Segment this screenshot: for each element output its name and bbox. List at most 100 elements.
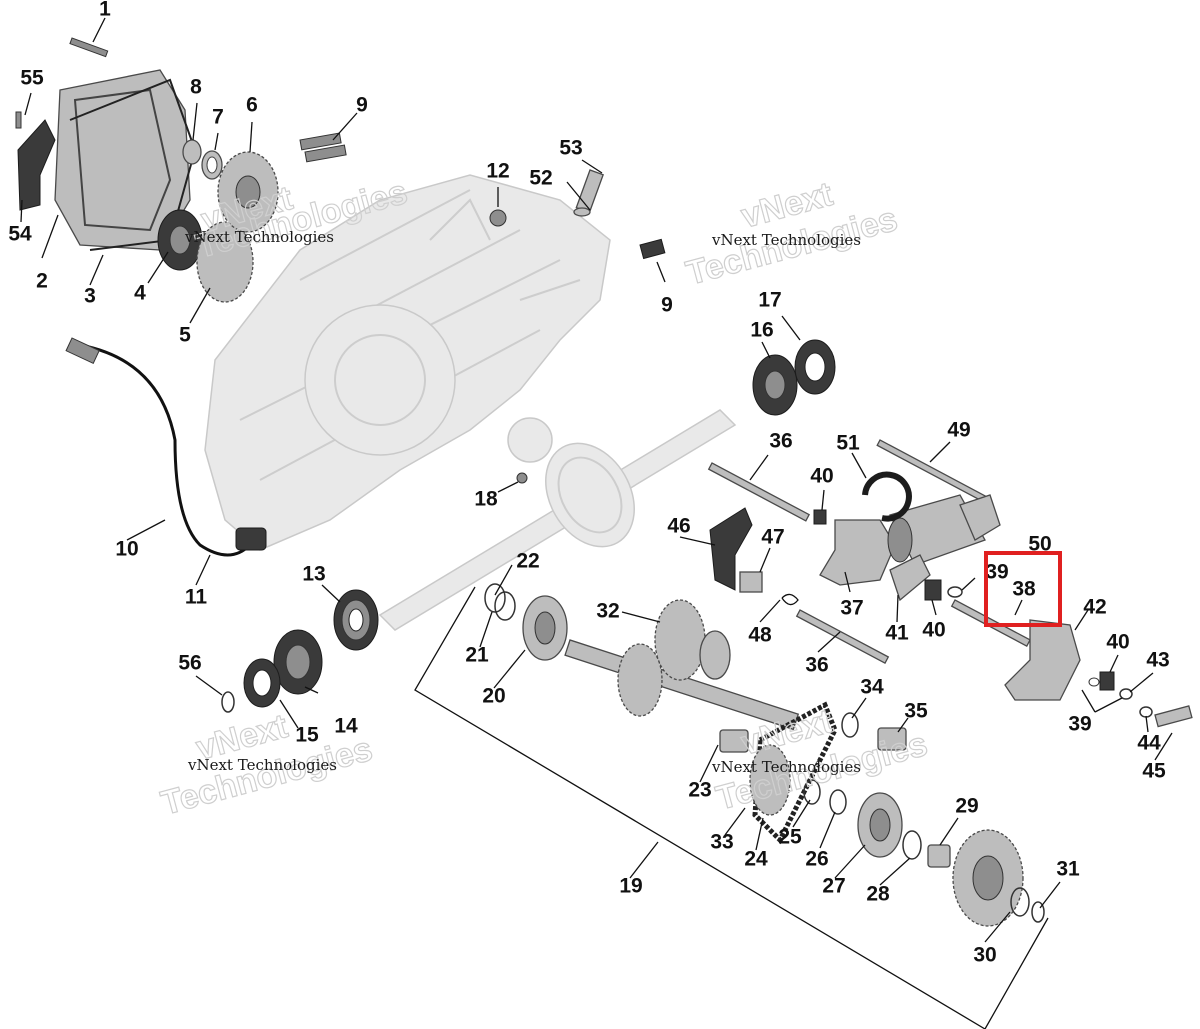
svg-text:vNext Technologies: vNext Technologies: [184, 228, 334, 246]
callout-43: 43: [1146, 649, 1169, 672]
callout-26: 26: [805, 848, 828, 871]
circlip-part: [221, 691, 235, 713]
callout-13: 13: [302, 563, 325, 586]
circlip-26: [829, 789, 847, 815]
callout-22: 22: [516, 550, 539, 573]
callout-44: 44: [1137, 732, 1161, 755]
callout-19: 19: [619, 875, 642, 898]
callout-12: 12: [486, 160, 509, 183]
callout-9a: 9: [356, 94, 368, 117]
callout-46: 46: [667, 515, 690, 538]
bushing-47: [739, 571, 763, 593]
callout-29: 29: [955, 795, 978, 818]
callout-3: 3: [84, 285, 96, 308]
gear-30: [952, 829, 1024, 927]
washer-31a: [1010, 887, 1030, 917]
svg-text:vNext Technologies: vNext Technologies: [711, 758, 861, 776]
callout-7: 7: [212, 106, 224, 129]
ball-39b: [1088, 677, 1100, 687]
speed-sensor-part: [235, 527, 267, 551]
bearing-35: [877, 727, 907, 751]
spring-48: [781, 593, 799, 606]
callout-20: 20: [482, 685, 505, 708]
bearing-14: [273, 629, 323, 695]
spring-40c: [1099, 671, 1115, 691]
sensor-part: [299, 132, 347, 163]
callout-55: 55: [20, 67, 44, 90]
callout-54: 54: [8, 223, 32, 246]
washer-34: [841, 712, 859, 738]
washer-44: [1139, 706, 1153, 718]
callout-51: 51: [836, 432, 860, 455]
washer-part: [182, 139, 223, 180]
sensor-part-b: [639, 238, 666, 260]
callout-1: 1: [99, 0, 111, 21]
shift-rail-36b: [795, 609, 890, 665]
callout-25: 25: [778, 826, 802, 849]
bracket-part: [15, 111, 56, 211]
callout-38: 38: [1012, 578, 1036, 601]
callout-42: 42: [1083, 596, 1106, 619]
callout-15: 15: [295, 724, 319, 747]
shift-rail-36a: [707, 462, 811, 522]
callout-34: 34: [860, 676, 884, 699]
circlip-31: [1031, 901, 1045, 923]
bearing-29: [927, 844, 951, 868]
pin-part: [575, 169, 604, 214]
callout-40a: 40: [810, 465, 833, 488]
plug-part: [516, 472, 528, 484]
callout-27: 27: [822, 875, 845, 898]
output-shaft: [378, 409, 737, 631]
gear-part: [196, 151, 279, 303]
washer-25: [803, 779, 821, 805]
callout-50: 50: [1028, 533, 1051, 556]
svg-text:vNext Technologies: vNext Technologies: [187, 756, 337, 774]
plug-45: [1154, 705, 1193, 728]
highlight-box: [984, 551, 1062, 627]
shift-fork-42: [1004, 619, 1081, 701]
callout-11: 11: [185, 586, 208, 609]
bearing-16: [752, 354, 798, 416]
callout-16: 16: [750, 319, 773, 342]
callout-36b: 36: [805, 654, 828, 677]
callout-39a: 39: [985, 561, 1008, 584]
callout-32: 32: [596, 600, 619, 623]
callout-5: 5: [179, 324, 191, 347]
washer-28: [902, 830, 922, 860]
callout-14: 14: [334, 715, 358, 738]
callout-52: 52: [529, 167, 552, 190]
shift-fork-37: [819, 519, 896, 586]
shaft-49: [876, 439, 1001, 541]
seal-15: [243, 658, 281, 708]
spring-40a: [813, 509, 827, 525]
mainshaft-32: [564, 599, 800, 731]
retaining-clip-51: [862, 471, 912, 522]
callout-24: 24: [744, 848, 768, 871]
spring-40b: [924, 579, 942, 601]
callout-10: 10: [115, 538, 138, 561]
seal-part: [489, 209, 507, 227]
callout-56: 56: [178, 652, 201, 675]
callout-40c: 40: [1106, 631, 1129, 654]
circlip-22: [484, 583, 506, 613]
ball-39a: [947, 586, 963, 598]
seal-17: [794, 339, 836, 395]
callout-2: 2: [36, 270, 48, 293]
callout-4: 4: [134, 282, 146, 305]
washer-21: [494, 591, 516, 621]
callout-40b: 40: [922, 619, 945, 642]
connector-part: [65, 337, 100, 365]
callout-53: 53: [559, 137, 582, 160]
callout-28: 28: [866, 883, 890, 906]
bearing-13: [333, 589, 379, 651]
leader-lines: [20, 17, 1173, 943]
shift-drum: [887, 494, 986, 566]
lever-41: [889, 554, 931, 602]
sprocket-33: [749, 744, 791, 816]
group-bracket-19: [414, 586, 1049, 1029]
callout-8: 8: [190, 76, 202, 99]
gear-27: [857, 792, 903, 858]
callout-9b: 9: [661, 294, 673, 317]
washer-43: [1119, 688, 1133, 700]
